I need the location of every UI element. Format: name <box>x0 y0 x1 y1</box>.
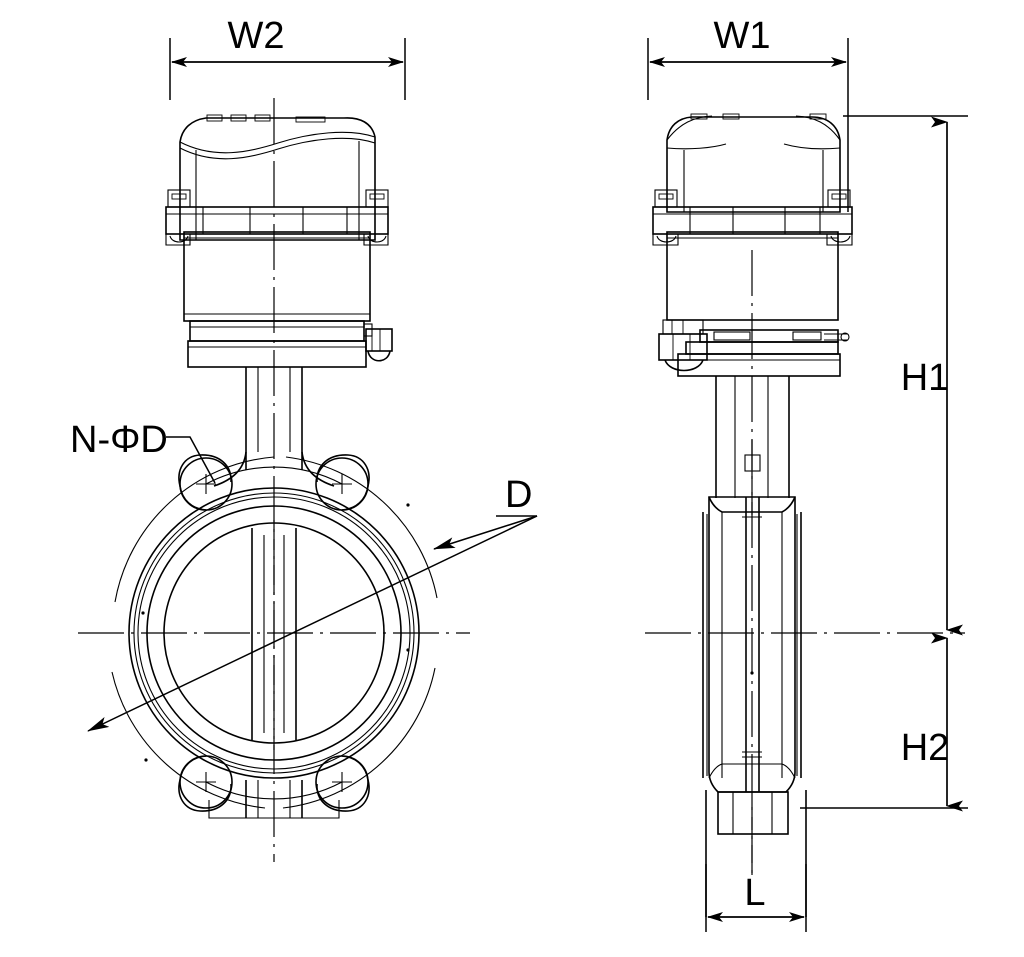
callout-bolt-holes: N-ΦD <box>70 419 216 484</box>
h2-label: H2 <box>901 727 950 769</box>
h1-label: H1 <box>901 357 950 399</box>
dimension-h2: H2 <box>800 632 968 812</box>
front-view: N-ΦD D W2 <box>70 15 538 862</box>
valve-stem-front <box>213 367 335 487</box>
d-label: D <box>505 474 532 516</box>
l-label: L <box>744 872 765 914</box>
flange-bolt-lugs-front <box>141 454 410 812</box>
actuator-housing-front <box>165 114 393 368</box>
dimension-h1: H1 <box>843 115 968 636</box>
callout-diameter: D <box>87 474 538 732</box>
side-view: W1 H1 H2 L <box>645 15 968 932</box>
w2-label: W2 <box>228 15 285 57</box>
actuator-housing-side <box>652 113 853 377</box>
valve-body-side <box>702 496 807 917</box>
valve-body-front <box>111 456 438 819</box>
n-phi-d-label: N-ΦD <box>70 419 168 461</box>
valve-stem-side <box>715 376 790 520</box>
dimension-w2: W2 <box>169 15 406 100</box>
dimension-l: L <box>705 864 807 932</box>
dimension-w1: W1 <box>647 15 849 212</box>
w1-label: W1 <box>714 15 771 57</box>
cable-gland-side <box>658 319 708 372</box>
cable-gland-front <box>363 323 393 362</box>
